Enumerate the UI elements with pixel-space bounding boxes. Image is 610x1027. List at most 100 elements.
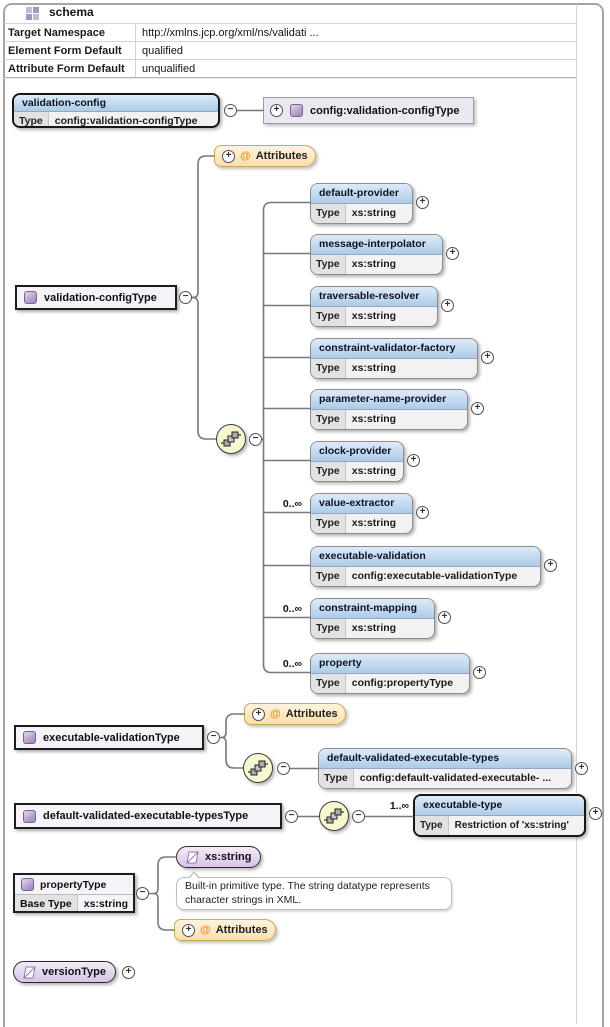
type-label: Type: [311, 204, 346, 223]
attributes-box[interactable]: + @ Attributes: [174, 919, 276, 941]
simple-type-icon: [23, 966, 36, 978]
type-value: xs:string: [351, 258, 397, 270]
type-value: xs:string: [351, 413, 397, 425]
element-name: constraint-mapping: [311, 599, 434, 619]
sequence-glyph: [221, 431, 241, 447]
simple-type-name: versionType: [42, 966, 106, 978]
expand-icon[interactable]: +: [222, 149, 235, 163]
element-type-row: Type xs:string: [311, 307, 437, 326]
type-label: Type: [311, 462, 346, 481]
table-divider: [4, 23, 576, 24]
expand-icon[interactable]: +: [270, 104, 283, 117]
window-frame: [3, 3, 604, 1027]
element-name: executable-type: [415, 796, 584, 816]
occurrence-label: 0..∞: [282, 658, 302, 670]
type-value: config:default-validated-executable- ...: [359, 772, 552, 784]
expand-icon[interactable]: +: [473, 666, 486, 679]
simple-type-versionType[interactable]: versionType: [13, 961, 116, 983]
expand-icon[interactable]: +: [441, 299, 454, 312]
connector-vct-to-attributes: [191, 155, 215, 299]
expand-icon[interactable]: +: [407, 454, 420, 467]
element-name: default-provider: [311, 184, 412, 204]
sequence-icon[interactable]: [319, 801, 349, 831]
expand-icon[interactable]: +: [471, 402, 484, 415]
complex-type-validation-configType[interactable]: validation-configType: [15, 285, 177, 310]
element-type-row: Type config:propertyType: [311, 674, 469, 693]
attributes-label: Attributes: [215, 924, 268, 936]
attributes-box[interactable]: + @ Attributes: [214, 145, 316, 167]
simple-type-xs-string[interactable]: xs:string: [176, 846, 262, 868]
expand-icon[interactable]: +: [252, 707, 265, 721]
type-value: config:validation-configType: [54, 115, 198, 127]
expand-icon[interactable]: +: [182, 923, 195, 937]
property-value: http://xmlns.jcp.org/xml/ns/validati ...: [142, 27, 319, 39]
type-label: Type: [311, 307, 346, 326]
type-label: Type: [311, 567, 346, 586]
type-label: Type: [311, 359, 346, 378]
expand-icon[interactable]: +: [481, 351, 494, 364]
collapse-icon[interactable]: −: [249, 433, 262, 446]
collapse-icon[interactable]: −: [277, 762, 290, 775]
occurrence-label: 0..∞: [282, 603, 302, 615]
type-value: xs:string: [351, 207, 397, 219]
expand-icon[interactable]: +: [122, 966, 135, 979]
element-validation-config[interactable]: validation-config Type config:validation…: [12, 93, 220, 128]
complex-type-executable-validationType[interactable]: executable-validationType: [14, 725, 204, 750]
element-name: traversable-resolver: [311, 287, 437, 307]
collapse-icon[interactable]: −: [136, 887, 149, 900]
complex-type-icon: [290, 104, 303, 117]
attributes-box[interactable]: + @ Attributes: [244, 703, 346, 725]
expand-icon[interactable]: +: [446, 247, 459, 260]
expand-icon[interactable]: +: [416, 196, 429, 209]
collapse-icon[interactable]: −: [285, 810, 298, 823]
connector-vct-to-sequence: [191, 296, 217, 440]
base-type-label: Base Type: [15, 895, 78, 911]
complex-type-default-validated-executable-typesType[interactable]: default-validated-executable-typesType: [14, 803, 282, 829]
type-label: Type: [311, 514, 346, 533]
element-default-provider[interactable]: default-provider Type xs:string: [310, 183, 413, 224]
element-traversable-resolver[interactable]: traversable-resolver Type xs:string: [310, 286, 438, 327]
complex-type-icon: [23, 731, 36, 744]
type-value: xs:string: [351, 310, 397, 322]
schema-icon: [26, 7, 39, 20]
type-value: config:propertyType: [351, 677, 454, 689]
table-column-divider: [135, 24, 136, 77]
sequence-icon[interactable]: [216, 424, 246, 454]
element-name: parameter-name-provider: [311, 390, 467, 410]
type-reference-box[interactable]: + config:validation-configType: [263, 97, 474, 124]
collapse-icon[interactable]: −: [352, 810, 365, 823]
base-type-row: Base Type xs:string: [15, 894, 133, 911]
collapse-icon[interactable]: −: [179, 291, 192, 304]
collapse-icon[interactable]: −: [207, 731, 220, 744]
expand-icon[interactable]: +: [544, 559, 557, 572]
expand-icon[interactable]: +: [589, 807, 602, 820]
complex-type-name: validation-configType: [44, 291, 157, 304]
element-name: clock-provider: [311, 442, 403, 462]
complex-type-propertyType[interactable]: propertyType Base Type xs:string: [13, 873, 135, 913]
occurrence-label: 1..∞: [389, 800, 409, 812]
panel-divider: [576, 4, 577, 1024]
sequence-icon[interactable]: [243, 753, 273, 783]
collapse-icon[interactable]: −: [224, 104, 237, 117]
type-label: Type: [311, 674, 346, 693]
annotation-note: Built-in primitive type. The string data…: [176, 871, 452, 910]
schema-title: schema: [49, 5, 94, 19]
connector-pt-to-simpletype: [148, 856, 177, 895]
expand-icon[interactable]: +: [438, 611, 451, 624]
element-name: constraint-validator-factory: [311, 339, 477, 359]
expand-icon[interactable]: +: [416, 506, 429, 519]
expand-icon[interactable]: +: [575, 762, 588, 775]
